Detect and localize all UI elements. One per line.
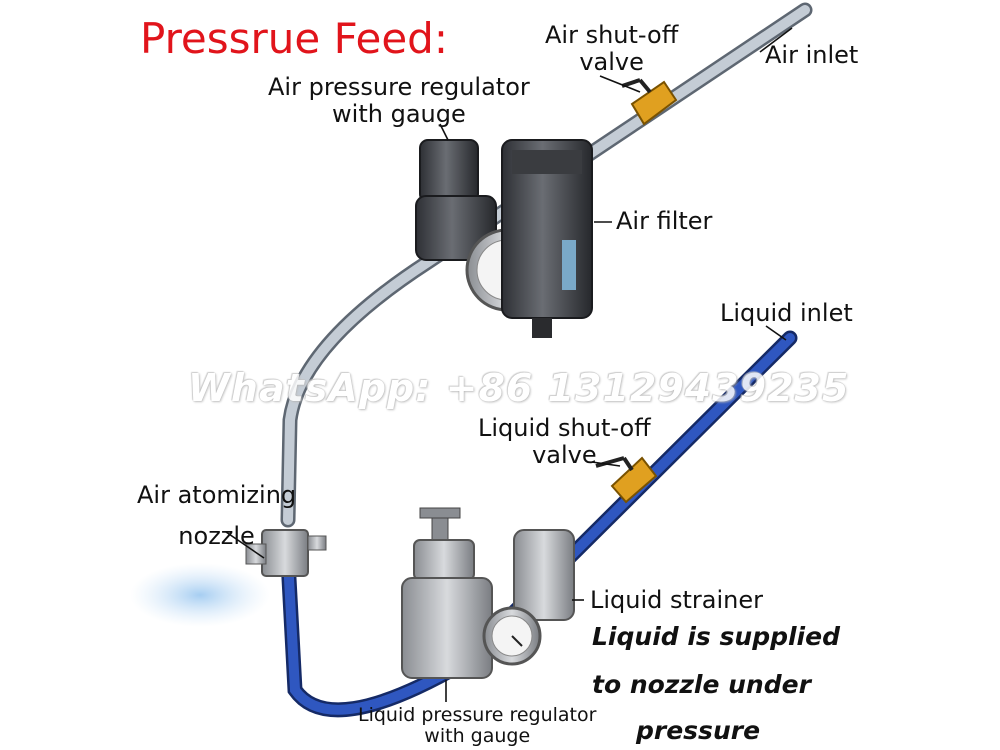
watermark: WhatsApp: +86 13129439235 <box>188 366 850 410</box>
air-shutoff-valve-label: Air shut-off valve <box>545 22 678 76</box>
liquid-pressure-regulator-label-line1: Liquid pressure regulator <box>358 704 597 726</box>
liquid-shutoff-valve-label-line1: Liquid shut-off <box>478 414 651 442</box>
air-shutoff-valve-label-line1: Air shut-off <box>545 21 679 49</box>
air-shutoff-valve <box>621 78 678 126</box>
liquid-pressure-regulator <box>401 507 542 679</box>
note-line-1: Liquid is supplied <box>592 622 840 651</box>
air-atomizing-nozzle-label: Air atomizing nozzle <box>137 482 296 550</box>
air-pressure-regulator-label-line1: Air pressure regulator <box>268 73 530 101</box>
liquid-shutoff-valve-label-line2: valve <box>532 440 597 469</box>
air-atomizing-nozzle-label-line2: nozzle <box>178 521 255 550</box>
air-inlet-label: Air inlet <box>765 41 859 69</box>
air-pressure-regulator-label-line2: with gauge <box>332 99 466 128</box>
air-atomizing-nozzle-label-line1: Air atomizing <box>137 481 297 509</box>
air-pipe <box>280 2 813 528</box>
liquid-inlet-label: Liquid inlet <box>720 299 853 327</box>
leader-lines <box>225 27 793 702</box>
liquid-pressure-regulator-label: Liquid pressure regulator with gauge <box>358 704 597 748</box>
liquid-strainer-label: Liquid strainer <box>590 586 764 614</box>
air-filter <box>501 139 593 338</box>
spray-mist <box>130 563 270 627</box>
liquid-shutoff-valve-label: Liquid shut-off valve <box>478 415 651 469</box>
air-pressure-regulator-label: Air pressure regulator with gauge <box>268 74 530 128</box>
air-filter-label: Air filter <box>616 207 713 235</box>
liquid-strainer <box>513 529 575 621</box>
liquid-shutoff-valve <box>595 456 658 504</box>
liquid-pressure-regulator-label-line2: with gauge <box>424 725 531 748</box>
page-title: Pressrue Feed: <box>140 14 448 63</box>
note-line-2: to nozzle under <box>592 670 811 699</box>
air-shutoff-valve-label-line2: valve <box>579 47 644 76</box>
note-line-3: pressure <box>636 716 761 745</box>
